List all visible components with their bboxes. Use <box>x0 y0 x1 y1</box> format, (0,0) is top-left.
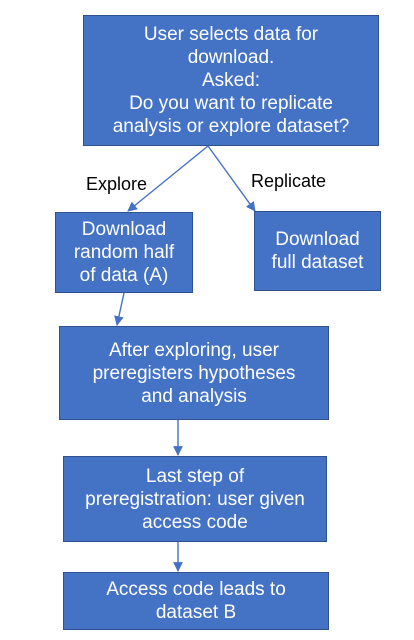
node-user-selects-data: User selects data for download. Asked: D… <box>83 15 379 146</box>
node-download-full-dataset: Download full dataset <box>254 211 381 291</box>
node-preregister-hypotheses: After exploring, user preregisters hypot… <box>59 326 329 420</box>
arrow-start-to-explore <box>127 145 209 212</box>
node-dataset-b: Access code leads to dataset B <box>63 572 329 630</box>
arrow-start-to-replicate <box>207 145 256 212</box>
arrow-explore-to-preregister <box>114 292 125 326</box>
edge-label-replicate: Replicate <box>251 171 327 191</box>
edge-label-explore: Explore <box>86 174 148 194</box>
node-download-random-half: Download random half of data (A) <box>55 212 193 293</box>
node-access-code-given: Last step of preregistration: user given… <box>63 456 327 542</box>
